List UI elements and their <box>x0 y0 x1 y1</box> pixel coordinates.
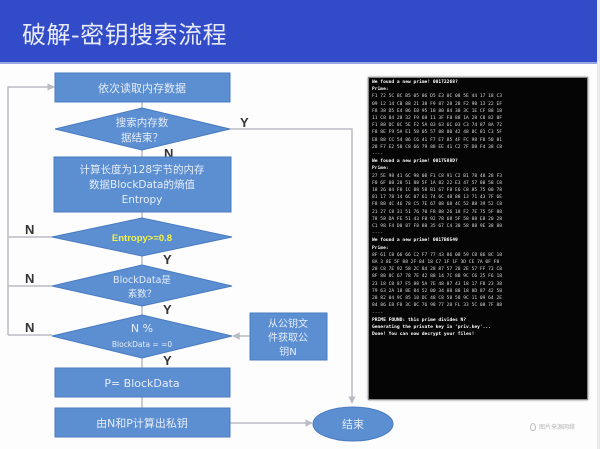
prime-decision: BlockData是 素数？ <box>51 264 233 307</box>
slide-title: 破解-密钥搜索流程 <box>22 21 228 49</box>
entropy-no-label: N <box>25 222 34 237</box>
mod-check-label-1: N % <box>131 322 153 335</box>
loop-line <box>7 83 55 335</box>
entropy-check-label: Entropy>=0.8 <box>112 233 172 244</box>
search-end-label-1: 搜索内存数 <box>116 116 169 129</box>
prime-yes-label: Y <box>163 302 172 317</box>
entropy-yes-label: Y <box>163 252 172 267</box>
terminal-line: 78 58 DA FE 51 43 F8 92 78 68 5F 58 88 E… <box>372 216 502 222</box>
compute-key-label: 由N和P计算出私钥 <box>96 416 188 430</box>
terminal-line: 8A 3 8E 5F 88 2F 84 18 C7 1F 1F 3D CE 7A… <box>372 260 500 266</box>
terminal-line: ---- <box>372 152 384 158</box>
mod-yes-label: Y <box>163 353 172 368</box>
pubkey-label-3: 钥N <box>279 345 296 358</box>
end-node: 结束 <box>312 406 394 442</box>
search-end-decision: 搜索内存数 据结束？ <box>54 107 231 151</box>
terminal-line: F8 8E F9 5A E1 58 05 57 88 80 42 48 8C 8… <box>372 130 502 136</box>
terminal-line: F1 72 5C 8C B5 05 86 D5 E3 0C 08 5E 44 1… <box>372 94 502 100</box>
terminal-line: 18 26 04 F8 1C 88 58 B1 67 F8 E6 C8 85 7… <box>372 188 502 194</box>
terminal-line: 8F 88 8C 67 78 7E 42 88 14 7C 8B 9C C6 2… <box>372 274 502 280</box>
terminal-line: 21 27 C8 31 51 76 70 F8 88 26 18 F2 7E 7… <box>372 209 502 215</box>
prime-check-label-2: 素数？ <box>128 288 157 300</box>
terminal-line: ---- <box>372 231 384 237</box>
terminal-line: F8 38 D5 E4 86 E8 95 18 80 84 38 3C 1E C… <box>372 108 502 114</box>
location-pin-icon <box>530 422 536 431</box>
search-yes-label: Y <box>240 115 249 130</box>
compute-key-node: 由N和P计算出私钥 <box>54 407 231 438</box>
terminal-output: We found a new prime! 00172268?Prime:F1 … <box>368 77 588 400</box>
end-label: 结束 <box>342 418 364 431</box>
pubkey-label-1: 从公钥文 <box>268 317 308 330</box>
terminal-line: Generating the private key in 'priv.key'… <box>372 324 491 330</box>
prime-no-label: N <box>25 271 34 286</box>
mod-decision: N % BlockData = =0 <box>51 314 233 359</box>
watermark-text: 图片来源网络 <box>539 424 576 431</box>
terminal-line: 28 C8 7E 92 58 2C 84 28 87 57 28 2E 57 F… <box>372 267 502 273</box>
search-end-label-2: 据结束？ <box>121 131 163 144</box>
terminal-line: PRIME FOUND: this prime divides N? <box>372 317 467 323</box>
terminal-line: We found a new prime! 0017B6549 <box>372 238 458 244</box>
terminal-line: 79 63 2A 18 8E 84 52 00 34 88 88 18 8D 8… <box>372 288 502 294</box>
mod-check-label-2: BlockData = =0 <box>112 340 173 349</box>
terminal-line: 28 82 04 9C 85 18 DC 48 C8 58 58 9C 11 0… <box>372 296 502 302</box>
terminal-line: C1 98 F4 D8 87 F8 88 35 67 C4 38 58 88 9… <box>372 224 502 230</box>
terminal-line: 84 86 E8 F8 3C 8C 76 98 77 28 FL 33 5C 0… <box>372 303 502 309</box>
search-yes-line <box>230 128 356 404</box>
slide-header: 破解-密钥搜索流程 <box>0 0 600 64</box>
assign-p-label: P= BlockData <box>104 377 179 390</box>
terminal-line: 09 12 14 CB 88 21 38 F9 87 28 28 F2 98 1… <box>372 101 502 107</box>
terminal-line: 27 5E 98 41 6C 98 08 F1 C8 91 C2 B1 78 4… <box>372 173 502 179</box>
read-memory-node: 依次读取内存数据 <box>54 72 231 103</box>
entropy-node: 计算长度为128字节的内存 数据BlockData的熵值 Entropy <box>53 156 232 213</box>
terminal-line: Done! You can now decrypt your files! <box>372 332 475 338</box>
terminal-line: 11 C8 84 28 32 F9 68 11 3F F8 88 1A 28 C… <box>372 116 502 122</box>
terminal-line: 23 18 C8 87 F5 88 5A 7E 48 87 43 18 17 F… <box>372 281 502 287</box>
terminal-line: 81 17 78 14 6C 07 61 74 6C 48 88 13 71 4… <box>372 195 502 201</box>
assign-p-node: P= BlockData <box>54 367 231 398</box>
entropy-decision: Entropy>=0.8 <box>51 217 233 257</box>
terminal-line: Prime: <box>372 87 389 93</box>
mod-no-label: N <box>25 320 34 335</box>
pubkey-node: 从公钥文 件获取公 钥N <box>249 312 328 361</box>
read-memory-label: 依次读取内存数据 <box>98 81 186 95</box>
terminal-line: 28 F7 E2 58 C8 66 79 88 EE 41 C2 7F D8 F… <box>372 144 502 150</box>
prime-check-label-1: BlockData是 <box>113 275 171 286</box>
terminal-line: Prime: <box>372 245 389 251</box>
watermark: 图片来源网络 <box>530 422 575 431</box>
entropy-label-1: 计算长度为128字节的内存 <box>79 163 205 176</box>
terminal-line: E8 88 CC 54 86 C6 41 F7 E7 85 4F FC 98 F… <box>372 137 502 143</box>
terminal-line: We found a new prime! 00172268? <box>372 80 458 85</box>
slide-right-edge <box>597 0 600 449</box>
search-no-label: N <box>164 146 173 161</box>
terminal-line: F1 88 DC 8C 5E F2 5A 03 63 6C 03 C3 74 8… <box>372 123 502 129</box>
terminal-line: 8F 61 C8 66 66 C2 F7 77 43 86 08 59 C8 8… <box>372 252 502 258</box>
entropy-label-2: 数据BlockData的熵值 <box>89 178 195 191</box>
terminal-line: F0 6F 08 28 51 88 5F 1A 82 22 E3 47 57 8… <box>372 180 502 186</box>
terminal-line: F8 88 4C 46 78 C5 7E 67 88 68 4C 52 88 3… <box>372 202 502 208</box>
terminal-line: We found a new prime! 0017588D? <box>372 159 458 165</box>
terminal-line: ---- <box>372 310 384 316</box>
entropy-label-3: Entropy <box>122 194 163 206</box>
pubkey-label-2: 件获取公 <box>268 332 308 344</box>
terminal-line: Prime: <box>372 166 389 172</box>
